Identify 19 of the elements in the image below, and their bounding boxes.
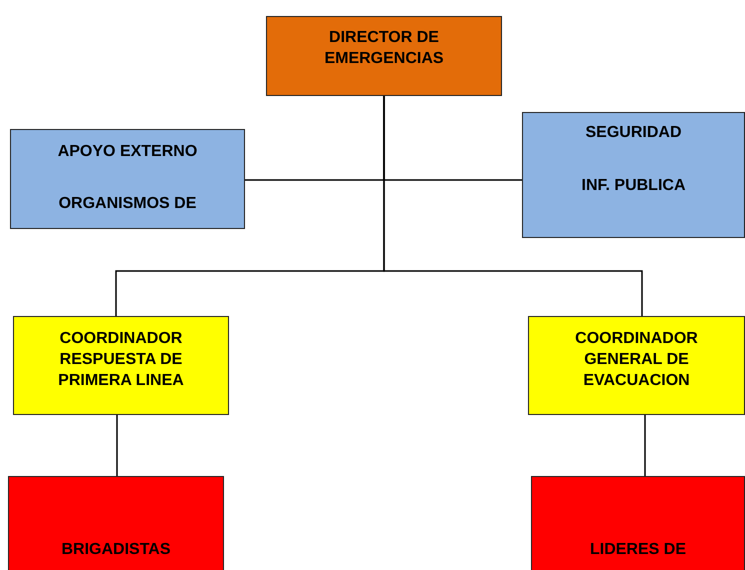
box-title: BRIGADISTAS	[61, 540, 171, 560]
connector-line	[644, 415, 646, 476]
box-title: ORGANISMOS DE	[58, 194, 196, 214]
org-box	[10, 129, 245, 229]
box-title: APOYO EXTERNO	[58, 142, 198, 162]
org-box	[266, 16, 502, 96]
org-box	[8, 476, 224, 570]
box-title: LIDERES DE	[590, 540, 686, 560]
box-title: COORDINADOR RESPUESTA DE PRIMERA LINEA	[57, 329, 185, 391]
connector-line	[116, 415, 118, 476]
box-title: DIRECTOR DE EMERGENCIAS	[323, 28, 445, 69]
org-box	[528, 316, 745, 415]
box-title: INF. PUBLICA	[582, 176, 686, 196]
org-box	[13, 316, 229, 415]
box-title: SEGURIDAD	[585, 123, 682, 143]
org-box	[531, 476, 745, 570]
connector-line	[383, 96, 643, 316]
box-title: COORDINADOR GENERAL DE EVACUACION	[574, 329, 699, 391]
org-box	[522, 112, 745, 238]
